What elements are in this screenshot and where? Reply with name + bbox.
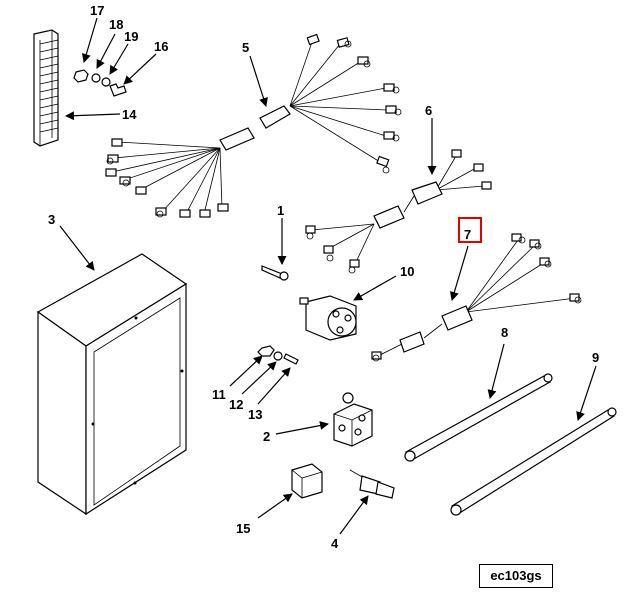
wire-harness-7 xyxy=(371,233,582,362)
callout-2: 2 xyxy=(263,429,270,444)
sensor xyxy=(349,469,395,499)
ground-straps xyxy=(404,373,617,516)
callout-11: 11 xyxy=(212,387,226,402)
callout-5: 5 xyxy=(242,40,249,55)
callout-15: 15 xyxy=(236,521,250,536)
fuse-holder xyxy=(291,463,323,499)
callout-labels: 17 18 19 16 14 3 5 6 7 1 10 11 12 13 2 1… xyxy=(48,3,599,551)
callout-16: 16 xyxy=(154,39,168,54)
callout-14: 14 xyxy=(122,107,137,122)
leader-lines xyxy=(59,17,597,535)
callout-12: 12 xyxy=(229,397,243,412)
callout-7-highlight xyxy=(458,217,482,243)
callout-9: 9 xyxy=(592,350,599,365)
callout-4: 4 xyxy=(331,536,339,551)
callout-18: 18 xyxy=(109,17,123,32)
callout-8: 8 xyxy=(501,325,508,340)
callout-3: 3 xyxy=(48,212,55,227)
callout-10: 10 xyxy=(400,264,414,279)
figure-code-label: ec103gs xyxy=(479,564,553,588)
callout-19: 19 xyxy=(124,29,138,44)
callout-1: 1 xyxy=(277,203,284,218)
callout-6: 6 xyxy=(425,103,432,118)
fastener-set xyxy=(257,345,299,365)
callout-13: 13 xyxy=(248,407,262,422)
callout-17: 17 xyxy=(90,3,104,18)
enclosure xyxy=(36,253,188,516)
terminal-block xyxy=(333,392,373,447)
callout-7: 7 xyxy=(464,227,471,242)
relay xyxy=(299,295,357,341)
small-hardware xyxy=(73,69,127,97)
screw xyxy=(261,265,289,281)
wire-harness-6 xyxy=(305,149,492,274)
wire-harness-5 xyxy=(105,33,402,218)
terminal-strip xyxy=(33,29,59,147)
